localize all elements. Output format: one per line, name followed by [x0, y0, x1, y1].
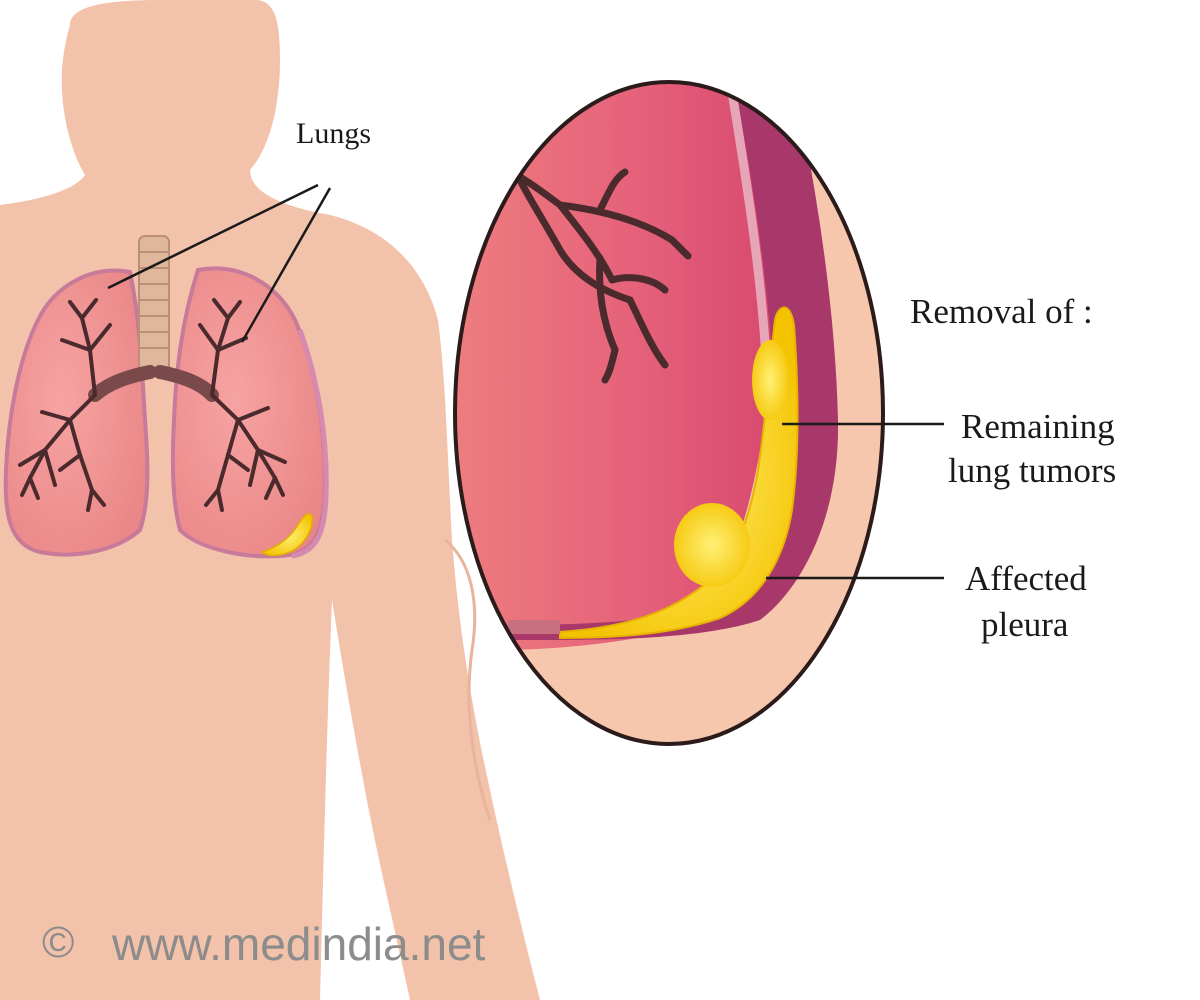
affected-label-line2: pleura	[981, 605, 1069, 644]
watermark-url: www.medindia.net	[111, 918, 486, 970]
lungs-illustration	[3, 235, 329, 559]
left-bronchial-tree	[18, 298, 112, 512]
magnified-view	[453, 80, 885, 746]
copyright-symbol: ©	[42, 918, 74, 967]
lung-tumor-small	[260, 513, 313, 557]
remaining-label-line1: Remaining	[961, 407, 1115, 446]
removal-heading: Removal of :	[910, 292, 1093, 331]
lungs-label: Lungs	[296, 117, 371, 150]
trachea	[138, 235, 170, 377]
magnified-pleura-band	[510, 82, 839, 640]
affected-label-line1: Affected	[965, 559, 1087, 598]
right-bronchial-tree	[198, 298, 287, 512]
remaining-label-line2: lung tumors	[948, 451, 1116, 490]
magnified-lung-tissue	[455, 82, 772, 650]
lungs-leader-lines	[107, 183, 332, 343]
